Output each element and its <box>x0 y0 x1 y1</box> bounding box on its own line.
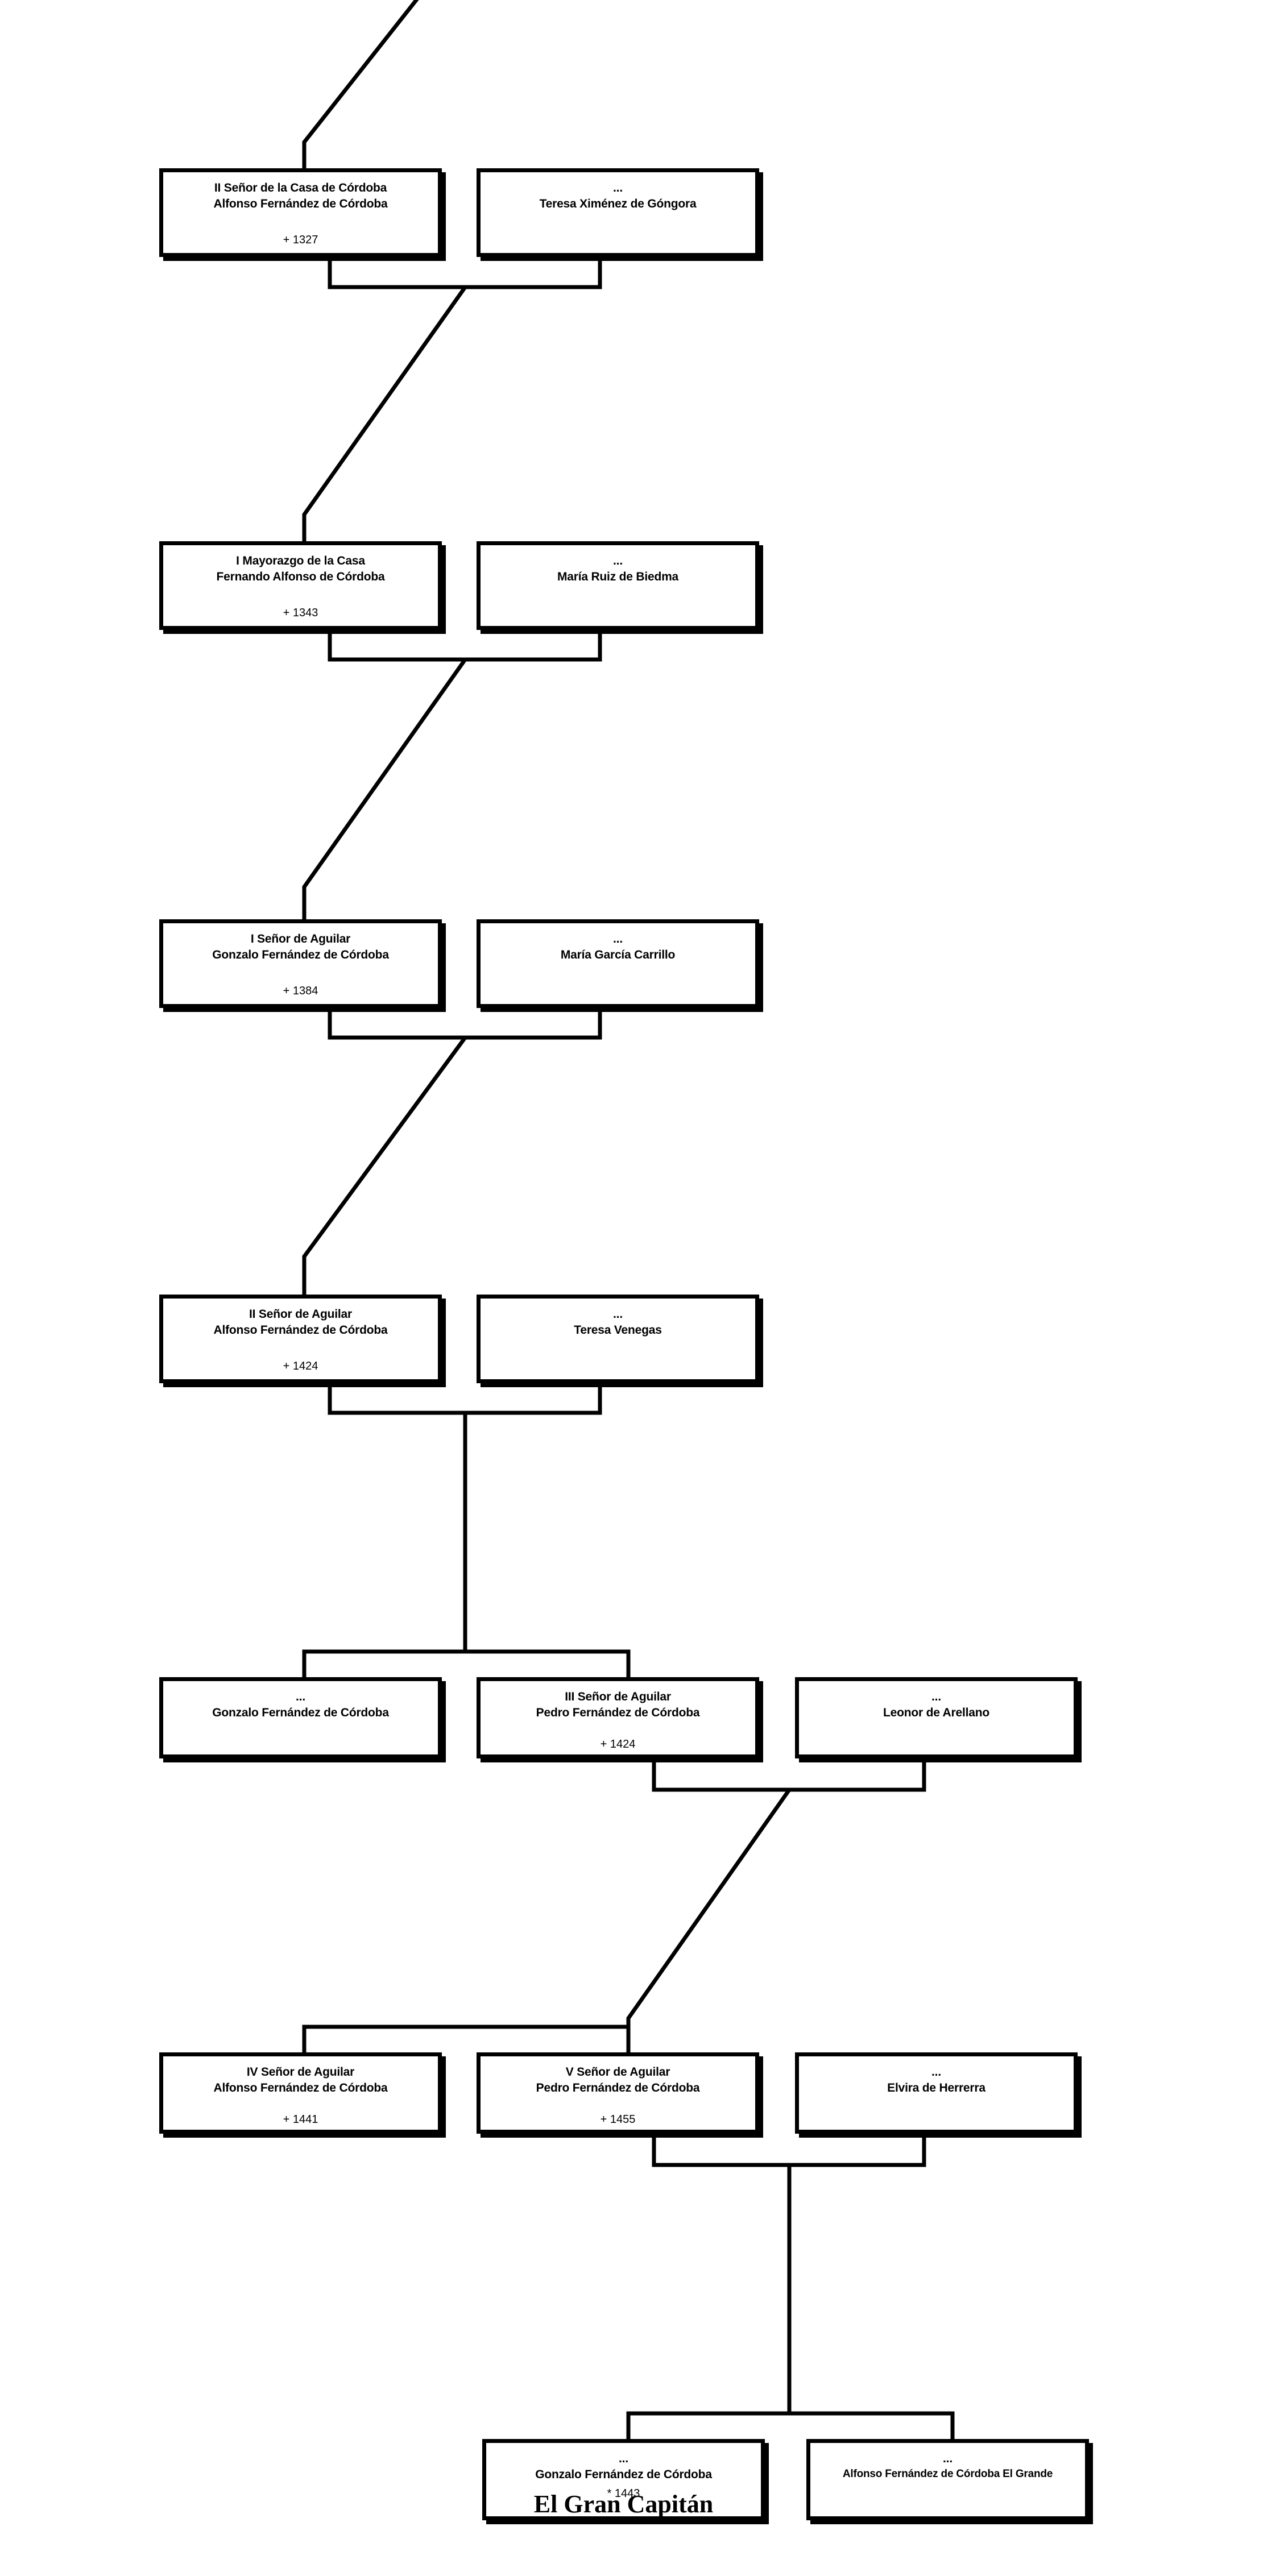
connector-marriage-gen3 <box>328 1007 602 1040</box>
person-node-inner: ... Elvira de Herrerra <box>799 2056 1074 2130</box>
person-node[interactable]: I Señor de Aguilar Gonzalo Fernández de … <box>159 919 442 1008</box>
person-node-inner: II Señor de Aguilar Alfonso Fernández de… <box>163 1299 438 1379</box>
person-node-inner: ... Teresa Ximénez de Góngora <box>481 172 755 253</box>
person-name: Gonzalo Fernández de Córdoba <box>535 2467 712 2481</box>
person-node[interactable]: ... Alfonso Fernández de Córdoba El Gran… <box>806 2439 1089 2520</box>
person-node-inner: ... Alfonso Fernández de Córdoba El Gran… <box>810 2443 1085 2516</box>
connector-sibling-bracket-gen7 <box>626 2411 955 2439</box>
person-node-inner: ... Gonzalo Fernández de Córdoba <box>163 1681 438 1754</box>
person-node[interactable]: ... María García Carrillo <box>477 919 759 1008</box>
connector-descent-gen2-gen3 <box>302 658 467 919</box>
person-node-subject[interactable]: ... Gonzalo Fernández de Córdoba * 1443 … <box>482 2439 765 2520</box>
person-node[interactable]: ... Elvira de Herrerra <box>795 2052 1078 2134</box>
person-title: V Señor de Aguilar <box>565 2065 670 2079</box>
person-title: II Señor de la Casa de Córdoba <box>214 181 387 194</box>
person-node-inner: ... Gonzalo Fernández de Córdoba * 1443 … <box>486 2443 761 2516</box>
person-node[interactable]: ... Gonzalo Fernández de Córdoba <box>159 1677 442 1758</box>
person-name: María Ruiz de Biedma <box>557 570 679 583</box>
person-title: III Señor de Aguilar <box>565 1690 671 1703</box>
person-title: ... <box>613 1308 623 1321</box>
connector-marriage-gen4 <box>328 1383 602 1415</box>
person-date: + 1343 <box>283 607 318 619</box>
person-title: ... <box>613 181 623 194</box>
person-date: + 1327 <box>283 234 318 246</box>
person-title: ... <box>931 1690 941 1703</box>
person-node-inner: ... Teresa Venegas <box>481 1299 755 1379</box>
person-name: Pedro Fernández de Córdoba <box>536 2081 700 2094</box>
person-title: ... <box>613 932 623 945</box>
person-name: Alfonso Fernández de Córdoba <box>213 1323 388 1337</box>
connector-marriage-gen1 <box>328 257 602 289</box>
person-node-inner: V Señor de Aguilar Pedro Fernández de Có… <box>481 2056 755 2130</box>
person-node[interactable]: II Señor de Aguilar Alfonso Fernández de… <box>159 1295 442 1383</box>
connector-sibling-bracket-gen6 <box>302 2025 631 2052</box>
person-node[interactable]: ... Teresa Venegas <box>477 1295 759 1383</box>
person-name: Gonzalo Fernández de Córdoba <box>212 1706 389 1719</box>
connector-descent-gen5-gen6 <box>626 1788 791 2027</box>
person-name: Alfonso Fernández de Córdoba <box>213 197 388 210</box>
person-node-inner: ... María García Carrillo <box>481 923 755 1004</box>
connector-marriage-gen5 <box>652 1758 926 1792</box>
connector-marriage-gen2 <box>328 630 602 662</box>
person-node[interactable]: IV Señor de Aguilar Alfonso Fernández de… <box>159 2052 442 2134</box>
person-name: Elvira de Herrerra <box>887 2081 985 2094</box>
person-title: I Señor de Aguilar <box>250 932 351 945</box>
person-node[interactable]: ... Leonor de Arellano <box>795 1677 1078 1758</box>
person-name: Leonor de Arellano <box>883 1706 989 1719</box>
person-node-inner: II Señor de la Casa de Córdoba Alfonso F… <box>163 172 438 253</box>
person-title: II Señor de Aguilar <box>249 1308 352 1321</box>
person-node-inner: I Señor de Aguilar Gonzalo Fernández de … <box>163 923 438 1004</box>
person-node[interactable]: ... María Ruiz de Biedma <box>477 541 759 630</box>
connector-marriage-gen6 <box>652 2134 926 2167</box>
person-name: Alfonso Fernández de Córdoba El Grande <box>842 2467 1053 2480</box>
person-node[interactable]: III Señor de Aguilar Pedro Fernández de … <box>477 1677 759 1758</box>
person-date: + 1424 <box>283 1360 318 1372</box>
person-title: ... <box>613 554 623 567</box>
connector-sibling-bracket-gen5 <box>302 1649 631 1677</box>
person-date: + 1424 <box>600 1738 636 1750</box>
person-title: I Mayorazgo de la Casa <box>236 554 365 567</box>
person-title: ... <box>943 2452 953 2465</box>
connector-incoming-top <box>302 0 419 168</box>
person-epithet: El Gran Capitán <box>533 2490 714 2518</box>
person-date: * 1443 <box>607 2487 640 2500</box>
person-node-inner: I Mayorazgo de la Casa Fernando Alfonso … <box>163 545 438 626</box>
person-node[interactable]: ... Teresa Ximénez de Góngora <box>477 168 759 257</box>
person-node[interactable]: V Señor de Aguilar Pedro Fernández de Có… <box>477 2052 759 2134</box>
person-name: Teresa Ximénez de Góngora <box>539 197 697 210</box>
person-name: Teresa Venegas <box>574 1323 662 1337</box>
connector-descent-gen3-gen4 <box>302 1036 467 1295</box>
connector-descent-gen1-gen2 <box>302 285 467 541</box>
person-name: Fernando Alfonso de Córdoba <box>216 570 385 583</box>
person-node-inner: IV Señor de Aguilar Alfonso Fernández de… <box>163 2056 438 2130</box>
person-name: Pedro Fernández de Córdoba <box>536 1706 700 1719</box>
person-name: María García Carrillo <box>560 948 676 961</box>
person-title: ... <box>931 2065 941 2079</box>
person-title: IV Señor de Aguilar <box>246 2065 355 2079</box>
person-node[interactable]: II Señor de la Casa de Córdoba Alfonso F… <box>159 168 442 257</box>
person-node[interactable]: I Mayorazgo de la Casa Fernando Alfonso … <box>159 541 442 630</box>
person-node-inner: III Señor de Aguilar Pedro Fernández de … <box>481 1681 755 1754</box>
person-date: + 1441 <box>283 2113 318 2126</box>
person-name: Alfonso Fernández de Córdoba <box>213 2081 388 2094</box>
person-node-inner: ... María Ruiz de Biedma <box>481 545 755 626</box>
person-title: ... <box>619 2452 628 2465</box>
person-name: Gonzalo Fernández de Córdoba <box>212 948 389 961</box>
person-date: + 1455 <box>600 2113 636 2126</box>
person-title: ... <box>296 1690 305 1703</box>
person-node-inner: ... Leonor de Arellano <box>799 1681 1074 1754</box>
person-date: + 1384 <box>283 985 318 997</box>
